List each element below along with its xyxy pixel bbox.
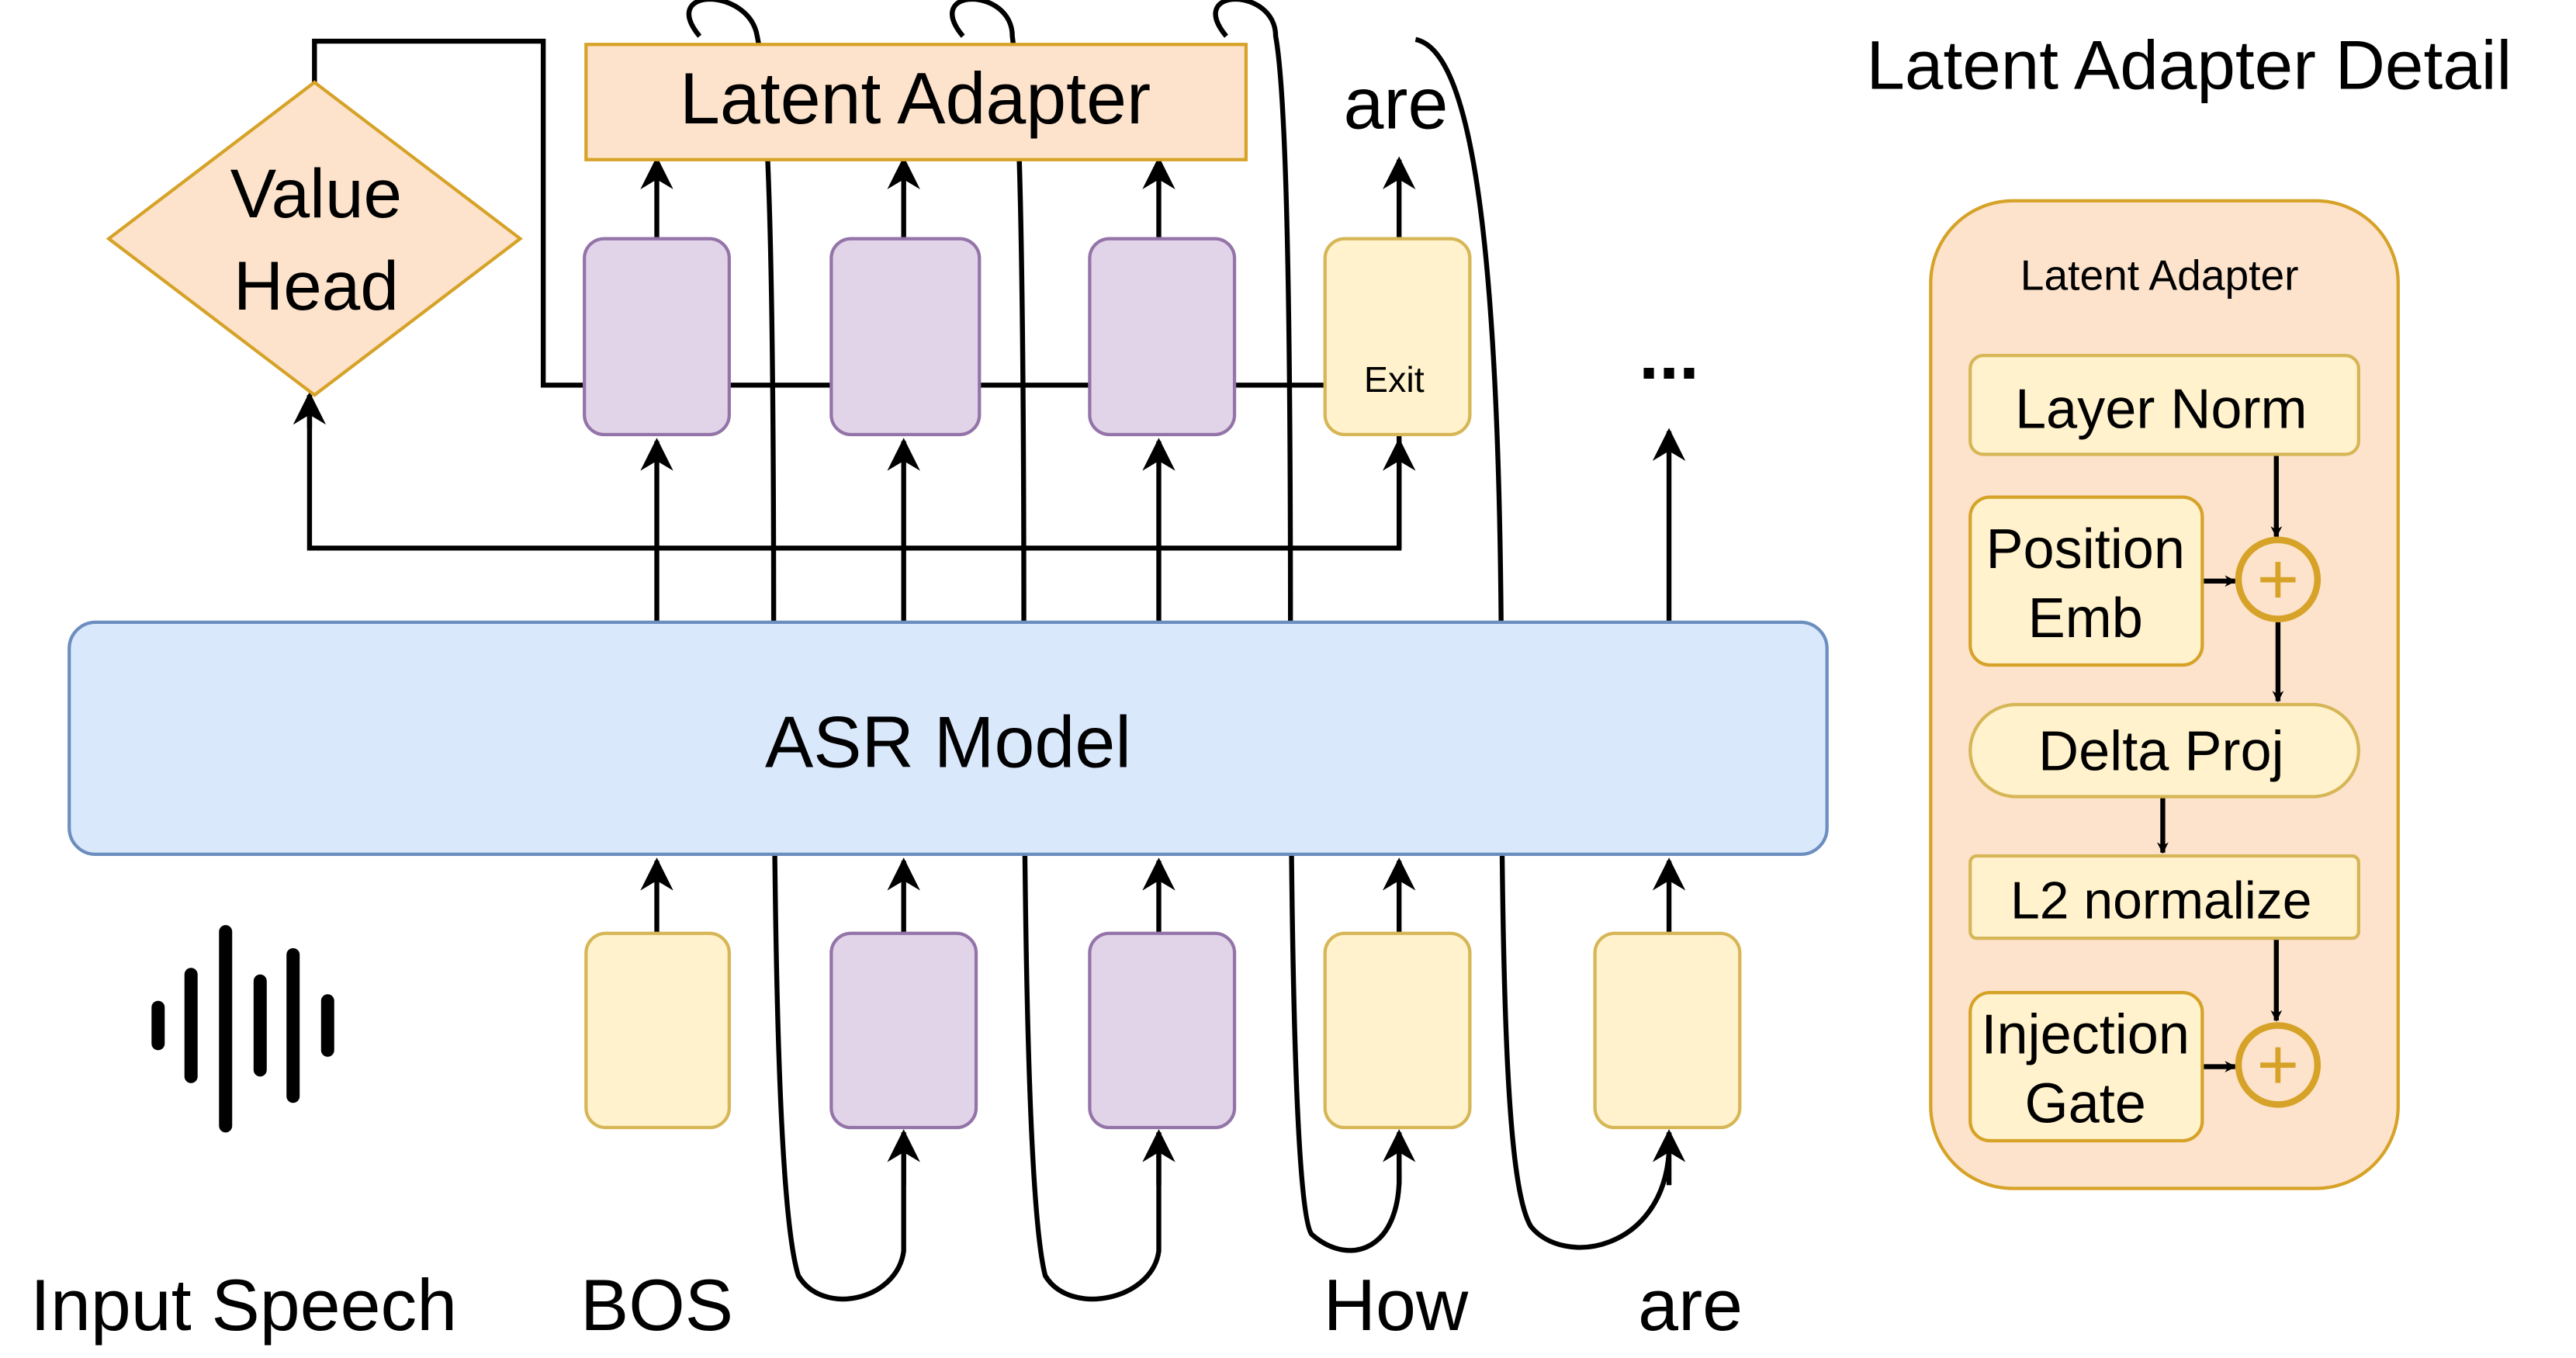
feedback-bus	[306, 395, 657, 551]
loop-line-4	[1414, 36, 1672, 1250]
input-block-latent-2	[1088, 931, 1237, 1130]
detail-panel-title: Latent Adapter	[2020, 251, 2299, 299]
asr-model-label: ASR Model	[765, 702, 1131, 782]
layer-norm-label: Layer Norm	[2015, 379, 2308, 441]
l2-normalize-box	[1968, 854, 2360, 941]
plus-node-2	[2235, 1022, 2322, 1108]
value-head-label-line1: Value	[230, 154, 402, 232]
token-how-label: How	[1324, 1265, 1469, 1346]
latent-adapter-box	[584, 43, 1248, 161]
latent-adapter-label: Latent Adapter	[680, 58, 1151, 139]
hidden-block-3	[1088, 237, 1237, 437]
input-block-latent-1	[829, 931, 978, 1130]
ellipsis: ...	[1639, 314, 1699, 394]
exit-block	[1323, 237, 1472, 437]
layer-norm-box	[1968, 354, 2360, 456]
hidden-block-2	[829, 237, 982, 437]
injection-gate-label-line1: Injection	[1981, 1004, 2190, 1066]
plus-node-1	[2235, 536, 2322, 622]
plus-node-1-symbol: +	[2257, 539, 2300, 619]
asr-model-box	[68, 620, 1829, 857]
hidden-block-1	[583, 237, 731, 437]
value-head-label-line2: Head	[234, 247, 399, 324]
l2-normalize-label: L2 normalize	[2010, 872, 2312, 930]
injection-gate-box	[1968, 990, 2204, 1143]
delta-proj-label: Delta Proj	[2038, 721, 2284, 783]
value-head-diamond	[106, 80, 523, 397]
input-block-are	[1593, 931, 1742, 1130]
position-emb-label-line1: Position	[1986, 518, 2185, 580]
injection-gate-label-line2: Gate	[2025, 1073, 2146, 1135]
waveform-icon	[151, 925, 334, 1133]
output-word-are: are	[1343, 63, 1448, 144]
exit-label: Exit	[1364, 359, 1425, 400]
input-speech-label: Input Speech	[30, 1265, 457, 1346]
input-block-bos	[584, 931, 731, 1130]
token-are-label: are	[1638, 1265, 1743, 1346]
token-bos-label: BOS	[580, 1265, 733, 1346]
detail-title: Latent Adapter Detail	[1866, 26, 2512, 104]
delta-proj-box	[1968, 702, 2360, 799]
position-emb-label-line2: Emb	[2028, 587, 2143, 650]
plus-node-2-symbol: +	[2257, 1024, 2300, 1105]
value-head-route-line	[312, 38, 585, 388]
input-block-how	[1323, 931, 1472, 1130]
position-emb-box	[1968, 495, 2204, 667]
